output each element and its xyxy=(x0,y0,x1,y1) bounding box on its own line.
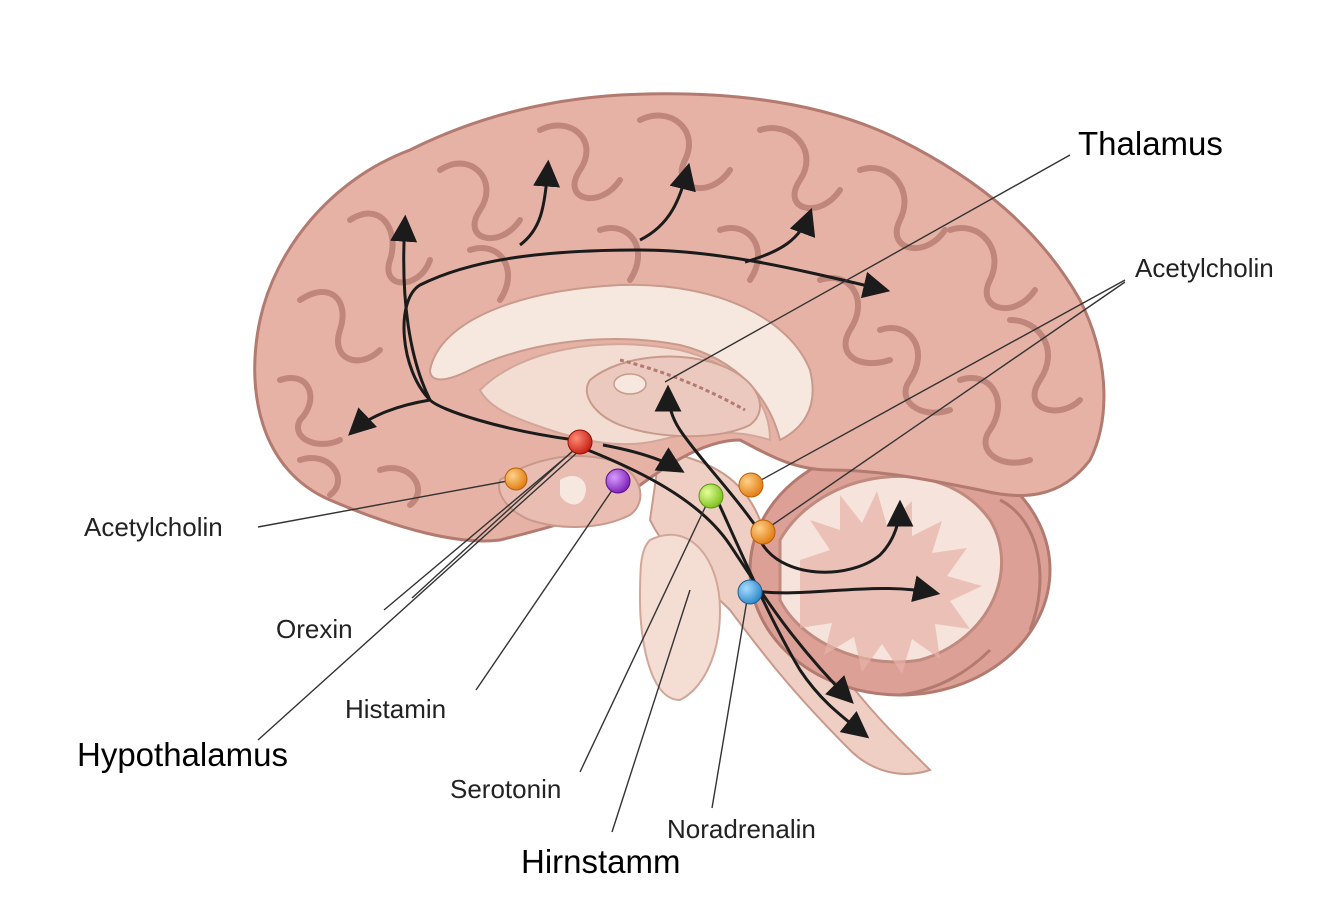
nuclei xyxy=(504,429,776,605)
pons xyxy=(638,533,722,702)
label-histamin: Histamin xyxy=(345,694,447,724)
acetylcholin-upper-node xyxy=(738,472,764,498)
noradrenalin-node xyxy=(737,579,763,605)
acetylcholin-lower-node xyxy=(750,519,776,545)
serotonin-node xyxy=(698,483,724,509)
histamin-node xyxy=(605,468,631,494)
corpus-callosum xyxy=(428,283,814,442)
label-hirnstamm: Hirnstamm xyxy=(521,843,681,880)
acetylcholin-left-node xyxy=(504,467,528,491)
label-hypothalamus: Hypothalamus xyxy=(77,736,288,773)
orexin-node xyxy=(567,429,593,455)
label-thalamus: Thalamus xyxy=(1078,125,1223,162)
label-acetylcholin-left: Acetylcholin xyxy=(84,512,223,542)
label-serotonin: Serotonin xyxy=(450,774,562,804)
leader-lines xyxy=(257,154,1126,833)
label-acetylcholin-right: Acetylcholin xyxy=(1135,253,1274,283)
projection-arrows xyxy=(348,159,941,739)
cerebellum xyxy=(748,443,1052,697)
label-orexin: Orexin xyxy=(276,614,353,644)
label-noradrenalin: Noradrenalin xyxy=(667,814,816,844)
